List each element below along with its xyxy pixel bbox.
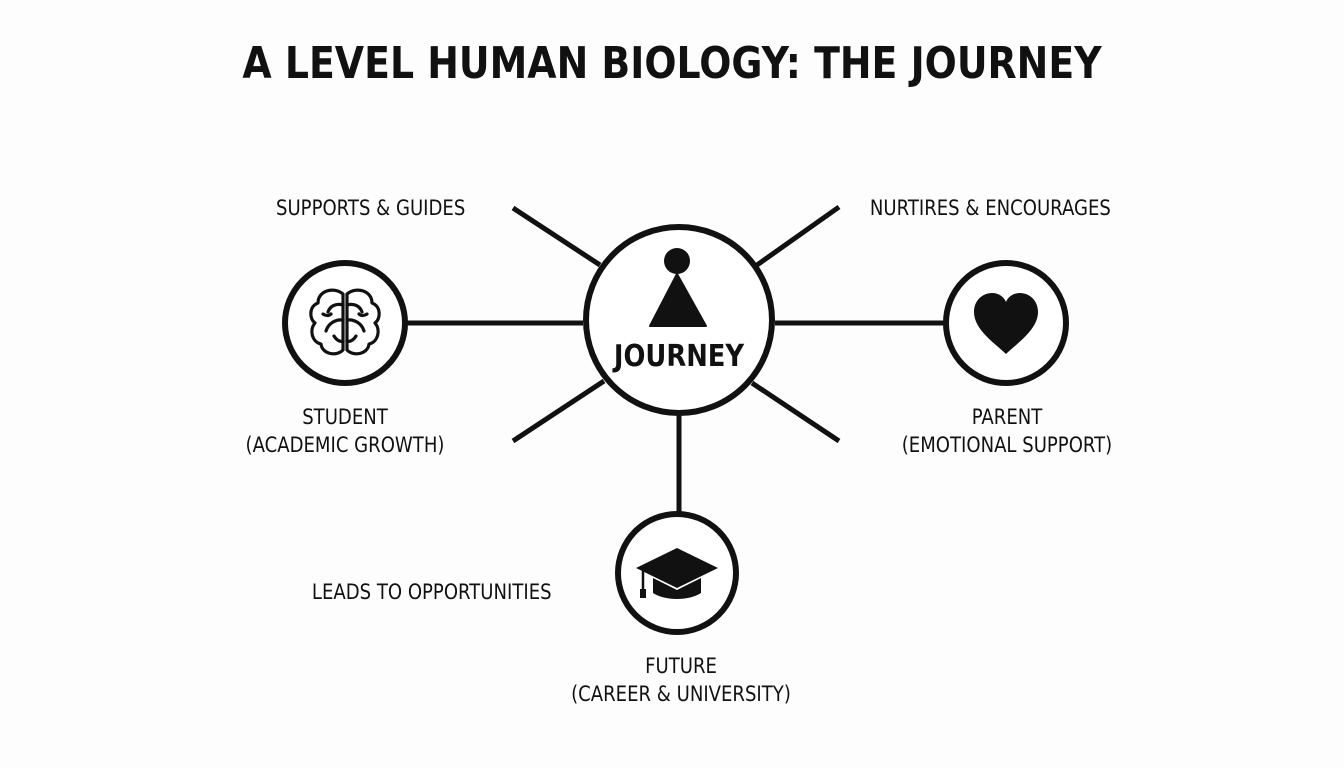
future-subtitle: (CAREER & UNIVERSITY)	[571, 682, 791, 706]
graduation-cap-icon	[636, 548, 718, 599]
future-node	[615, 511, 739, 635]
edge-label-leads: LEADS TO OPPORTUNITIES	[311, 580, 552, 604]
connectors	[405, 204, 946, 515]
spoke-upper-left	[511, 205, 602, 268]
parent-label: PARENT (EMOTIONAL SUPPORT)	[891, 403, 1123, 459]
page-title: A LEVEL HUMAN BIOLOGY: THE JOURNEY	[242, 38, 1102, 89]
edge-label-nurtures: NURTIRES & ENCOURAGES	[869, 196, 1111, 220]
heart-icon	[974, 293, 1038, 354]
center-node	[583, 224, 775, 416]
student-subtitle: (ACADEMIC GROWTH)	[245, 433, 445, 457]
edge-label-supports: SUPPORTS & GUIDES	[276, 196, 466, 220]
spoke-lower-left	[511, 378, 606, 444]
person-icon	[649, 248, 707, 327]
student-title: STUDENT	[302, 405, 388, 429]
student-node	[282, 260, 408, 386]
parent-subtitle: (EMOTIONAL SUPPORT)	[901, 433, 1113, 457]
center-label: JOURNEY	[613, 339, 745, 374]
future-title: FUTURE	[645, 654, 717, 678]
brain-icon	[309, 288, 381, 356]
future-label: FUTURE (CAREER & UNIVERSITY)	[552, 652, 810, 708]
student-label: STUDENT (ACADEMIC GROWTH)	[233, 403, 457, 459]
spoke-lower-right	[750, 380, 841, 444]
spoke-upper-right	[755, 204, 841, 268]
parent-node	[943, 260, 1069, 386]
parent-title: PARENT	[971, 405, 1043, 429]
